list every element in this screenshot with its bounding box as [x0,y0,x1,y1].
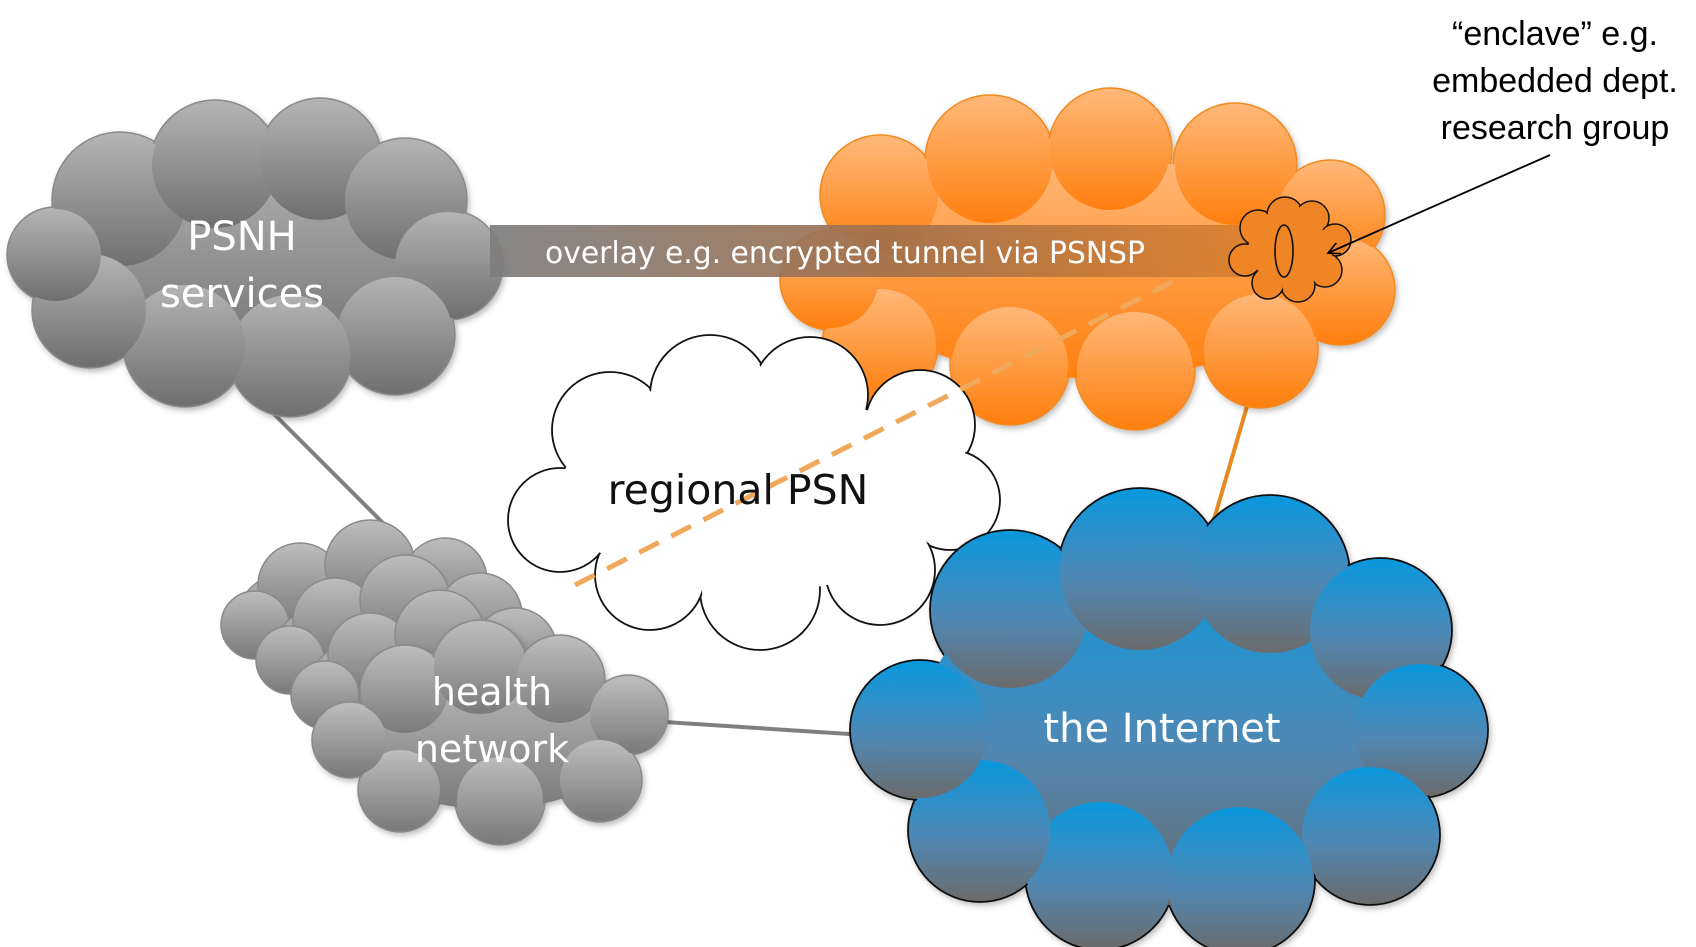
internet-label: the Internet [1043,706,1280,752]
psnh-label-line1: PSNH [187,214,297,260]
overlay-tunnel-label: overlay e.g. encrypted tunnel via PSNSP [545,236,1145,271]
enclave-callout-line3: research group [1441,109,1670,147]
psnh-label-line2: services [160,271,324,317]
enclave-cloud [1228,196,1352,303]
tunnel-end-cap [1274,224,1294,278]
enclave-callout-line1: “enclave” e.g. [1452,15,1658,53]
dashed-overlay-link [573,242,1247,588]
health-label-line2: network [415,727,569,771]
health-label-line1: health [432,670,552,714]
health-network-cloud-stack [220,519,669,846]
psnh-services-cloud [6,97,504,418]
enclave-callout-line2: embedded dept. [1432,62,1678,100]
enclave-callout-arrow [1328,154,1551,253]
regional-psn-label: regional PSN [608,466,869,514]
internet-cloud [849,487,1489,947]
overlay-tunnel-bar [490,225,1285,277]
health-cloud-front [311,619,669,846]
